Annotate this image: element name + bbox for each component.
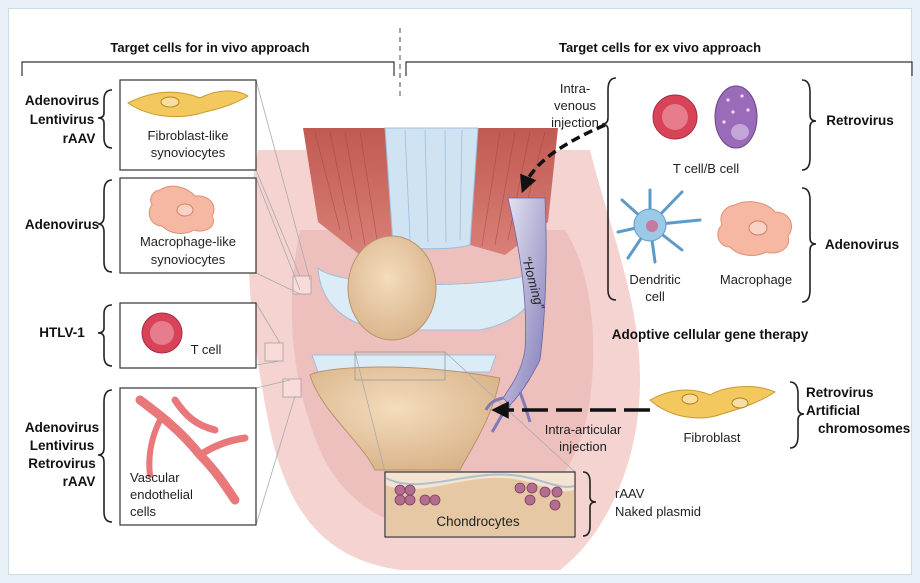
adoptive-label: Adoptive cellular gene therapy bbox=[612, 327, 809, 342]
adenovirus-label: Adenovirus bbox=[825, 237, 899, 252]
fibroblast-icon bbox=[650, 387, 775, 418]
chondrocytes-label: Chondrocytes bbox=[436, 514, 520, 529]
vector-label: Adenovirus bbox=[25, 217, 99, 232]
dendritic-label: Dendritic bbox=[629, 272, 681, 287]
curly-brace bbox=[98, 390, 112, 522]
fibroblast-label: Fibroblast bbox=[683, 430, 740, 445]
intra-articular-label: injection bbox=[559, 439, 607, 454]
in-vivo-row-1: Adenovirus Lentivirus rAAV Fibroblast-li… bbox=[25, 80, 256, 170]
patella bbox=[348, 236, 436, 340]
vector-label: rAAV bbox=[63, 474, 96, 489]
cell-label: synoviocytes bbox=[151, 145, 226, 160]
curly-brace bbox=[98, 180, 112, 272]
in-vivo-row-3: HTLV-1 T cell bbox=[39, 303, 256, 368]
curly-brace bbox=[790, 382, 804, 448]
t-cell-icon bbox=[653, 95, 697, 139]
curly-brace bbox=[98, 305, 112, 366]
chondrocytes-vector: Naked plasmid bbox=[615, 504, 701, 519]
dendritic-label: cell bbox=[645, 289, 665, 304]
iv-injection-label: injection bbox=[551, 115, 599, 130]
chondrocytes-vector: rAAV bbox=[615, 486, 645, 501]
intra-articular-label: Intra-articular bbox=[545, 422, 622, 437]
cell-label: endothelial bbox=[130, 487, 193, 502]
fibroblast-vector: Retrovirus bbox=[806, 385, 874, 400]
vector-label: Lentivirus bbox=[30, 112, 95, 127]
vector-label: Retrovirus bbox=[28, 456, 96, 471]
dendritic-cell-icon bbox=[618, 190, 700, 262]
tendon bbox=[385, 128, 478, 249]
fibroblast-vector: Artificial bbox=[806, 403, 860, 418]
cell-label: T cell bbox=[191, 342, 222, 357]
retrovirus-label: Retrovirus bbox=[826, 113, 894, 128]
vector-label: Adenovirus bbox=[25, 420, 99, 435]
curly-brace bbox=[98, 90, 112, 148]
in-vivo-row-2: Adenovirus Macrophage-like synoviocytes bbox=[25, 178, 256, 273]
iv-injection-label: Intra- bbox=[560, 81, 590, 96]
fibroblast-vector: chromosomes bbox=[818, 421, 910, 436]
macrophage-icon bbox=[718, 202, 792, 256]
vector-label: HTLV-1 bbox=[39, 325, 85, 340]
cell-label: Macrophage-like bbox=[140, 234, 236, 249]
in-vivo-header: Target cells for in vivo approach bbox=[110, 40, 309, 55]
tb-cell-label: T cell/B cell bbox=[673, 161, 739, 176]
in-vivo-row-4: Adenovirus Lentivirus Retrovirus rAAV Va… bbox=[25, 388, 256, 525]
vector-label: Lentivirus bbox=[30, 438, 95, 453]
curly-brace bbox=[802, 80, 816, 170]
ex-vivo-bracket bbox=[406, 62, 912, 76]
cell-label: Fibroblast-like bbox=[148, 128, 229, 143]
ex-vivo-header: Target cells for ex vivo approach bbox=[559, 40, 761, 55]
vector-label: rAAV bbox=[63, 131, 96, 146]
chondrocytes-panel: Chondrocytes rAAV Naked plasmid bbox=[385, 472, 701, 537]
b-cell-icon bbox=[715, 86, 757, 148]
in-vivo-bracket bbox=[22, 62, 394, 76]
vector-label: Adenovirus bbox=[25, 93, 99, 108]
macrophage-label: Macrophage bbox=[720, 272, 792, 287]
t-cell-icon bbox=[142, 313, 182, 353]
cell-label: cells bbox=[130, 504, 157, 519]
cell-label: Vascular bbox=[130, 470, 180, 485]
iv-injection-label: venous bbox=[554, 98, 596, 113]
cell-box-t-cell bbox=[120, 303, 256, 368]
cell-label: synoviocytes bbox=[151, 252, 226, 267]
curly-brace bbox=[802, 188, 816, 302]
